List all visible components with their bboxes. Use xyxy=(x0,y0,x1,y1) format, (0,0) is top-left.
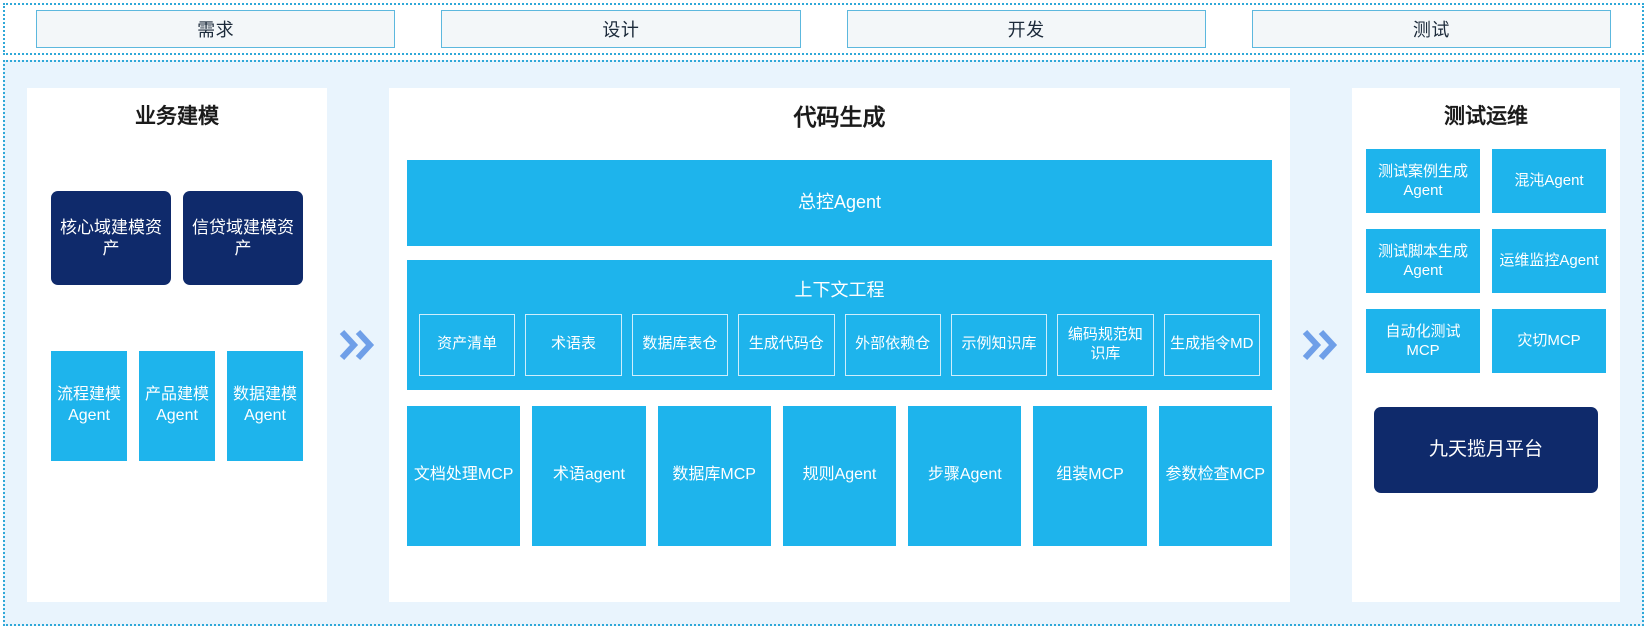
context-chip-coding-standard-knowledge-base[interactable]: 编码规范知识库 xyxy=(1057,313,1154,376)
tool-card-assembly-mcp[interactable]: 组装MCP xyxy=(1033,405,1147,546)
phase-box-requirements[interactable]: 需求 xyxy=(36,10,396,48)
agent-card-label: 产品建模Agent xyxy=(144,386,209,425)
tool-card-database-mcp[interactable]: 数据库MCP xyxy=(657,405,771,546)
asset-card-core-domain[interactable]: 核心域建模资产 xyxy=(51,191,171,286)
phase-label: 需求 xyxy=(197,20,235,40)
agent-card-data-modeling[interactable]: 数据建模Agent xyxy=(227,351,303,462)
agent-card-process-modeling[interactable]: 流程建模Agent xyxy=(51,351,127,462)
tool-card-label: 规则Agent xyxy=(802,466,877,484)
phase-box-development[interactable]: 开发 xyxy=(846,10,1206,48)
context-chip-label: 编码规范知识库 xyxy=(1067,325,1143,362)
phase-label: 测试 xyxy=(1412,20,1450,40)
ops-card-label: 自动化测试MCP xyxy=(1385,322,1461,360)
context-chip-label: 生成代码仓 xyxy=(748,335,824,353)
asset-card-credit-domain[interactable]: 信贷域建模资产 xyxy=(183,191,303,286)
context-chip-generation-instruction-md[interactable]: 生成指令MD xyxy=(1163,313,1260,376)
phase-box-design[interactable]: 设计 xyxy=(441,10,801,48)
agent-card-label: 数据建模Agent xyxy=(232,386,297,425)
tool-card-label: 数据库MCP xyxy=(672,466,756,484)
business-assets-row: 核心域建模资产 信贷域建模资产 xyxy=(37,191,317,286)
context-chip-label: 示例知识库 xyxy=(961,335,1037,353)
asset-card-label: 核心域建模资产 xyxy=(60,217,162,259)
test-ops-grid: 测试案例生成Agent 混沌Agent 测试脚本生成Agent 运维监控Agen… xyxy=(1366,149,1606,374)
tool-card-step-agent[interactable]: 步骤Agent xyxy=(908,405,1022,546)
panel-code-generation: 代码生成 总控Agent 上下文工程 资产清单 术语表 xyxy=(389,88,1290,602)
business-agents-row: 流程建模Agent 产品建模Agent 数据建模Agent xyxy=(37,351,317,462)
master-agent-label: 总控Agent xyxy=(797,191,882,212)
main-container: 业务建模 核心域建模资产 信贷域建模资产 流程建模Agent 产品建模Agent… xyxy=(3,60,1644,626)
ops-card-label: 测试脚本生成Agent xyxy=(1377,242,1468,280)
tool-card-label: 步骤Agent xyxy=(927,466,1002,484)
context-engineering-title: 上下文工程 xyxy=(794,279,885,300)
panel-title-business-modeling: 业务建模 xyxy=(135,105,219,128)
code-generation-tools-row: 文档处理MCP 术语agent 数据库MCP 规则Agent 步骤Agent xyxy=(407,405,1272,546)
phase-strip: 需求 设计 开发 测试 xyxy=(3,3,1644,55)
ops-card-label: 混沌Agent xyxy=(1514,172,1584,190)
context-chip-label: 资产清单 xyxy=(437,335,498,353)
context-chip-db-table-repo[interactable]: 数据库表仓 xyxy=(631,313,729,376)
phase-label: 开发 xyxy=(1007,20,1045,40)
tool-card-document-processing-mcp[interactable]: 文档处理MCP xyxy=(407,405,521,546)
tool-card-label: 文档处理MCP xyxy=(413,466,514,484)
context-chip-generated-code-repo[interactable]: 生成代码仓 xyxy=(738,313,835,376)
ops-card-automated-test-mcp[interactable]: 自动化测试MCP xyxy=(1366,309,1480,374)
tool-card-terminology-agent[interactable]: 术语agent xyxy=(532,405,646,546)
context-chip-label: 术语表 xyxy=(551,335,597,353)
platform-card-jiutian-lanyue[interactable]: 九天揽月平台 xyxy=(1374,407,1598,494)
tool-card-parameter-check-mcp[interactable]: 参数检查MCP xyxy=(1158,405,1272,546)
panel-title-test-ops: 测试运维 xyxy=(1444,105,1528,128)
chevron-right-icon-2 xyxy=(1290,88,1352,602)
panel-business-modeling: 业务建模 核心域建模资产 信贷域建模资产 流程建模Agent 产品建模Agent… xyxy=(27,88,327,602)
context-chip-label: 数据库表仓 xyxy=(642,335,718,353)
context-chip-label: 生成指令MD xyxy=(1170,335,1254,353)
master-agent-block[interactable]: 总控Agent xyxy=(407,159,1272,246)
context-chip-external-dependency-repo[interactable]: 外部依赖仓 xyxy=(844,313,941,376)
chevron-right-icon-1 xyxy=(327,88,389,602)
ops-card-ops-monitoring-agent[interactable]: 运维监控Agent xyxy=(1492,229,1606,294)
ops-card-label: 运维监控Agent xyxy=(1499,252,1599,270)
context-chip-glossary[interactable]: 术语表 xyxy=(525,313,622,376)
context-chip-label: 外部依赖仓 xyxy=(855,335,931,353)
tool-card-label: 组装MCP xyxy=(1056,466,1124,484)
asset-card-label: 信贷域建模资产 xyxy=(192,217,294,259)
panel-title-code-generation: 代码生成 xyxy=(793,104,886,130)
context-chip-asset-list[interactable]: 资产清单 xyxy=(419,313,516,376)
context-engineering-block: 上下文工程 资产清单 术语表 数据库表仓 生成代码仓 xyxy=(407,259,1272,390)
phase-label: 设计 xyxy=(602,20,640,40)
agent-card-product-modeling[interactable]: 产品建模Agent xyxy=(139,351,215,462)
platform-card-label: 九天揽月平台 xyxy=(1428,439,1543,461)
tool-card-label: 术语agent xyxy=(552,466,625,484)
tool-card-rule-agent[interactable]: 规则Agent xyxy=(782,405,897,546)
agent-card-label: 流程建模Agent xyxy=(56,386,121,425)
phase-box-testing[interactable]: 测试 xyxy=(1251,10,1611,48)
ops-card-label: 灾切MCP xyxy=(1517,332,1581,350)
panel-test-ops: 测试运维 测试案例生成Agent 混沌Agent 测试脚本生成Agent 运维监… xyxy=(1352,88,1620,602)
code-generation-body: 总控Agent 上下文工程 资产清单 术语表 数据库表仓 xyxy=(407,132,1272,546)
ops-card-label: 测试案例生成Agent xyxy=(1377,162,1468,200)
ops-card-chaos-agent[interactable]: 混沌Agent xyxy=(1492,149,1606,214)
tool-card-label: 参数检查MCP xyxy=(1165,466,1266,484)
context-chip-example-knowledge-base[interactable]: 示例知识库 xyxy=(950,313,1048,376)
ops-card-disaster-switch-mcp[interactable]: 灾切MCP xyxy=(1492,309,1606,374)
ops-card-test-case-generation-agent[interactable]: 测试案例生成Agent xyxy=(1366,149,1480,214)
context-engineering-items: 资产清单 术语表 数据库表仓 生成代码仓 外部依赖仓 xyxy=(419,313,1260,376)
ops-card-test-script-generation-agent[interactable]: 测试脚本生成Agent xyxy=(1366,229,1480,294)
